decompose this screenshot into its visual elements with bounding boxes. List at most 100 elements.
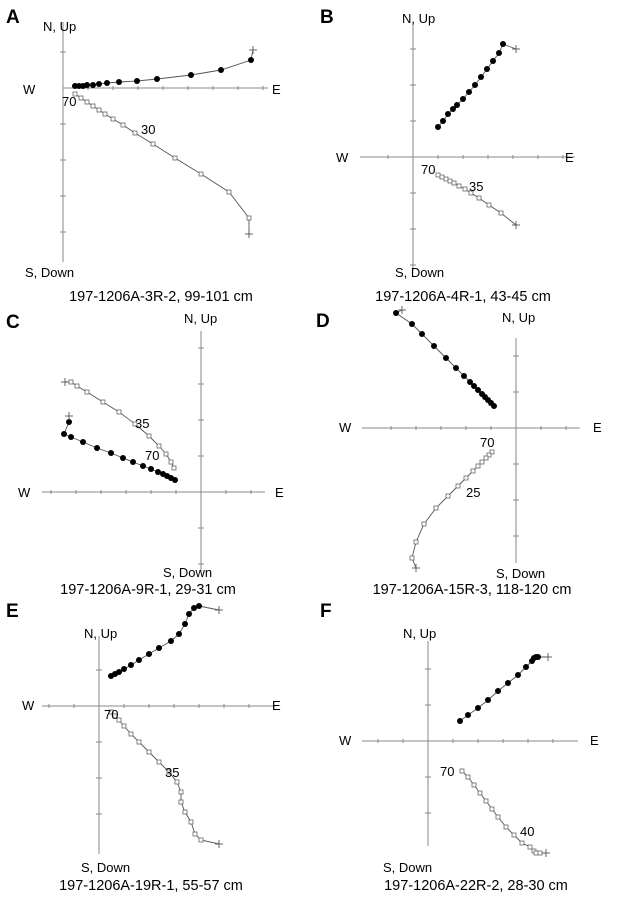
horizontal-point: [128, 662, 134, 668]
vertical-point: [489, 449, 495, 455]
panel-caption: 197-1206A-22R-2, 28-30 cm: [384, 878, 568, 894]
horizontal-point: [478, 74, 484, 80]
vertical-point: [110, 116, 116, 122]
vertical-point: [459, 768, 465, 774]
step-annotation: 30: [141, 122, 155, 137]
label-south-down: S, Down: [163, 565, 212, 580]
horizontal-point: [467, 379, 473, 385]
vertical-point: [198, 837, 204, 843]
label-west: W: [336, 150, 349, 165]
vertical-point: [192, 831, 198, 837]
vertical-point: [84, 389, 90, 395]
panel-letter: C: [6, 312, 20, 333]
horizontal-point: [431, 343, 437, 349]
label-north-up: N, Up: [402, 11, 435, 26]
vertical-point: [483, 798, 489, 804]
label-north-up: N, Up: [84, 626, 117, 641]
vertical-point: [174, 779, 180, 785]
label-west: W: [18, 485, 31, 500]
horizontal-point: [116, 669, 122, 675]
panel-letter: B: [320, 7, 334, 28]
step-annotation: 35: [469, 179, 483, 194]
horizontal-point: [176, 631, 182, 637]
step-annotation: 70: [62, 94, 76, 109]
horizontal-point: [505, 680, 511, 686]
vertical-point: [475, 463, 481, 469]
step-annotation: 70: [145, 448, 159, 463]
vertical-point: [74, 383, 80, 389]
vertical-point: [100, 399, 106, 405]
vertical-point: [156, 759, 162, 765]
label-south-down: S, Down: [383, 860, 432, 875]
horizontal-point: [472, 82, 478, 88]
vertical-point: [468, 190, 474, 196]
vertical-point: [146, 433, 152, 439]
vertical-point: [246, 215, 252, 221]
horizontal-point: [490, 58, 496, 64]
vertical-point: [102, 111, 108, 117]
horizontal-projection-line: [459, 656, 548, 722]
horizontal-point: [479, 391, 485, 397]
horizontal-point: [188, 72, 194, 78]
horizontal-point: [485, 697, 491, 703]
horizontal-point: [120, 455, 126, 461]
panel-letter: E: [6, 601, 19, 622]
panel-caption: 197-1206A-15R-3, 118-120 cm: [373, 582, 572, 598]
label-east: E: [590, 733, 599, 748]
vertical-point: [462, 186, 468, 192]
horizontal-projection-line: [75, 49, 254, 87]
horizontal-point: [457, 718, 463, 724]
horizontal-point: [121, 666, 127, 672]
horizontal-point: [186, 611, 192, 617]
vertical-point: [463, 475, 469, 481]
horizontal-point: [419, 331, 425, 337]
horizontal-point: [104, 80, 110, 86]
vertical-point: [198, 171, 204, 177]
horizontal-point: [108, 450, 114, 456]
vertical-point: [470, 468, 476, 474]
vertical-point: [121, 723, 127, 729]
label-west: W: [339, 733, 352, 748]
label-south-down: S, Down: [81, 860, 130, 875]
horizontal-point: [496, 50, 502, 56]
horizontal-point: [130, 459, 136, 465]
vertical-point: [116, 717, 122, 723]
label-west: W: [339, 420, 352, 435]
vertical-point: [489, 806, 495, 812]
step-annotation: 70: [104, 707, 118, 722]
vertical-point: [465, 774, 471, 780]
vertical-point: [116, 409, 122, 415]
label-north-up: N, Up: [403, 626, 436, 641]
vertical-point: [486, 452, 492, 458]
horizontal-point: [523, 664, 529, 670]
horizontal-point: [68, 434, 74, 440]
panel-caption: 197-1206A-4R-1, 43-45 cm: [375, 289, 551, 305]
horizontal-point: [84, 82, 90, 88]
horizontal-point: [155, 469, 161, 475]
horizontal-point: [471, 383, 477, 389]
step-annotation: 40: [520, 824, 534, 839]
label-east: E: [272, 82, 281, 97]
horizontal-point: [116, 79, 122, 85]
horizontal-point: [80, 439, 86, 445]
horizontal-point: [136, 657, 142, 663]
vertical-point: [435, 172, 441, 178]
vertical-point: [471, 782, 477, 788]
vertical-point: [455, 483, 461, 489]
vertical-point: [136, 739, 142, 745]
horizontal-point: [140, 463, 146, 469]
step-annotation: 35: [165, 765, 179, 780]
horizontal-point: [156, 645, 162, 651]
vertical-point: [166, 769, 172, 775]
horizontal-point: [445, 111, 451, 117]
vertical-point: [537, 850, 543, 856]
panel-caption: 197-1206A-19R-1, 55-57 cm: [59, 878, 243, 894]
vertical-point: [439, 174, 445, 180]
panel-caption: 197-1206A-3R-2, 99-101 cm: [69, 289, 253, 305]
vertical-point: [178, 799, 184, 805]
horizontal-point: [61, 431, 67, 437]
vertical-point: [483, 455, 489, 461]
